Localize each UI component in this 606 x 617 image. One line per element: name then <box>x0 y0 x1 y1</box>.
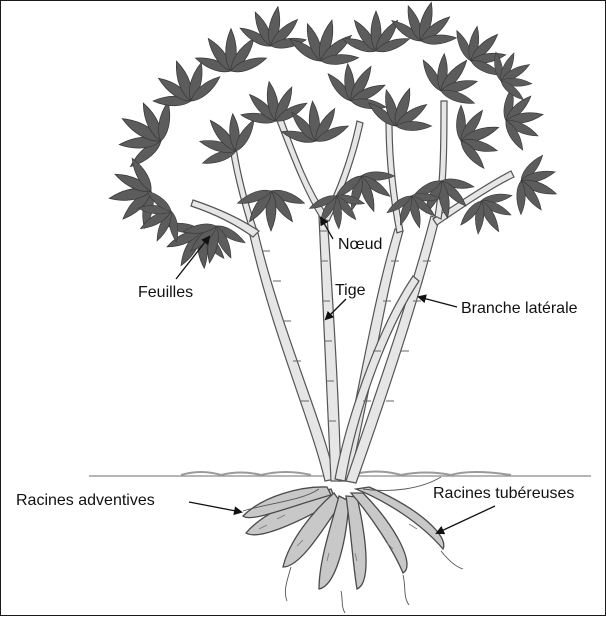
tuber-roots <box>243 487 444 589</box>
label-feuilles: Feuilles <box>138 285 193 301</box>
arrow-branche-laterale <box>419 297 457 307</box>
label-racines-tubereuses: Racines tubéreuses <box>433 486 574 502</box>
arrow-racines-tubereuses <box>437 506 495 533</box>
label-noeud: Nœud <box>338 237 382 253</box>
leaf-canopy <box>103 1 568 283</box>
label-racines-adventives: Racines adventives <box>16 493 155 509</box>
arrow-racines-adventives <box>189 502 241 512</box>
label-tige: Tige <box>335 283 366 299</box>
label-branche-laterale: Branche latérale <box>461 301 578 317</box>
